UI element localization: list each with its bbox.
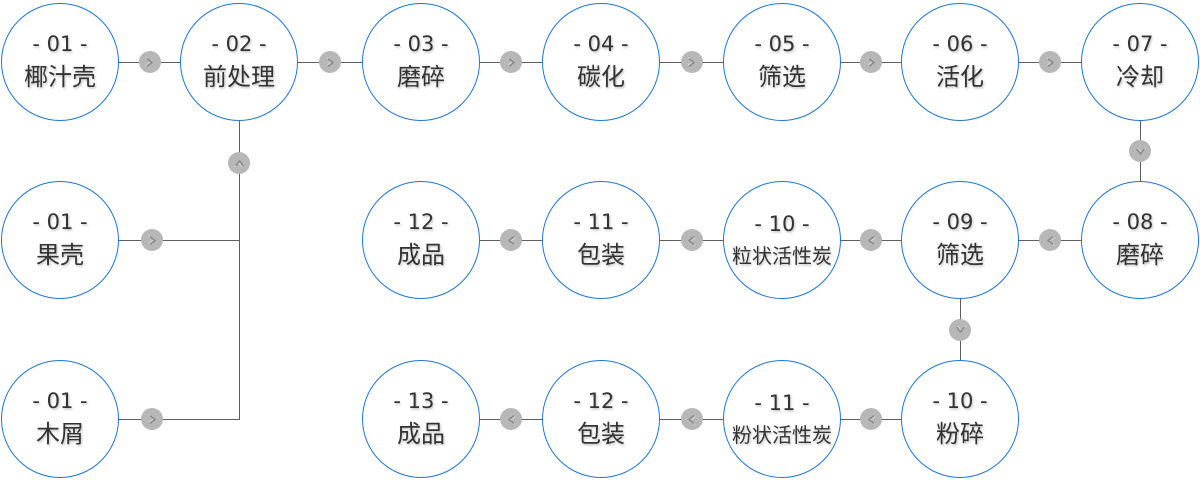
flow-node-r2c1: - 01 - 果壳 — [1, 181, 119, 299]
node-label: 包装 — [577, 241, 625, 270]
node-number: - 04 - — [573, 32, 629, 57]
flow-node-r1c2: - 02 - 前处理 — [180, 3, 298, 121]
node-number: - 12 - — [393, 210, 449, 235]
arrow-left-icon — [860, 229, 882, 251]
flow-node-r2c5: - 10 - 粒状活性炭 — [723, 181, 841, 299]
arrow-left-icon — [500, 229, 522, 251]
flow-node-r1c1: - 01 - 椰汁壳 — [1, 3, 119, 121]
flow-node-r1c7: - 07 - 冷却 — [1081, 3, 1199, 121]
connector-line — [119, 419, 240, 420]
node-number: - 07 - — [1112, 32, 1168, 57]
arrow-right-icon — [319, 51, 341, 73]
arrow-right-icon — [141, 408, 163, 430]
arrow-right-icon — [141, 229, 163, 251]
flow-node-r1c4: - 04 - 碳化 — [542, 3, 660, 121]
flow-node-r2c6: - 09 - 筛选 — [901, 181, 1019, 299]
node-label: 前处理 — [203, 63, 275, 92]
node-number: - 10 - — [932, 389, 988, 414]
node-label: 粉状活性炭 — [732, 422, 832, 447]
node-number: - 01 - — [32, 389, 88, 414]
node-number: - 02 - — [211, 32, 267, 57]
flow-node-r1c6: - 06 - 活化 — [901, 3, 1019, 121]
arrow-right-icon — [138, 51, 161, 73]
node-number: - 01 - — [32, 210, 88, 235]
flow-node-r3c1: - 01 - 木屑 — [1, 360, 119, 478]
arrow-right-icon — [680, 51, 703, 73]
node-number: - 08 - — [1112, 210, 1168, 235]
node-label: 冷却 — [1116, 63, 1164, 92]
arrow-down-icon — [949, 318, 971, 341]
flow-node-r3c5: - 11 - 粉状活性炭 — [723, 360, 841, 478]
flow-node-r1c5: - 05 - 筛选 — [723, 3, 841, 121]
node-label: 磨碎 — [397, 63, 445, 92]
node-number: - 03 - — [393, 32, 449, 57]
flow-node-r2c7: - 08 - 磨碎 — [1081, 181, 1199, 299]
flow-node-r3c6: - 10 - 粉碎 — [901, 360, 1019, 478]
node-number: - 01 - — [32, 32, 88, 57]
flow-node-r3c4: - 12 - 包装 — [542, 360, 660, 478]
node-label: 果壳 — [36, 241, 84, 270]
node-label: 碳化 — [577, 63, 625, 92]
node-number: - 11 - — [573, 210, 629, 235]
node-number: - 11 - — [754, 391, 810, 416]
flow-node-r2c3: - 12 - 成品 — [362, 181, 480, 299]
arrow-left-icon — [860, 408, 882, 430]
node-label: 筛选 — [758, 63, 806, 92]
node-number: - 10 - — [754, 212, 810, 237]
node-label: 磨碎 — [1116, 241, 1164, 270]
arrow-right-icon — [500, 51, 522, 73]
node-label: 木屑 — [36, 420, 84, 449]
node-label: 包装 — [577, 420, 625, 449]
arrow-right-icon — [860, 51, 882, 73]
connector-line — [239, 121, 240, 419]
node-label: 筛选 — [936, 241, 984, 270]
arrow-left-icon — [500, 408, 522, 430]
node-number: - 13 - — [393, 389, 449, 414]
node-number: - 05 - — [754, 32, 810, 57]
connector-line — [119, 240, 240, 241]
arrow-left-icon — [1039, 229, 1061, 251]
arrow-down-icon — [1129, 140, 1151, 162]
flow-node-r3c3: - 13 - 成品 — [362, 360, 480, 478]
node-number: - 09 - — [932, 210, 988, 235]
node-label: 活化 — [936, 63, 984, 92]
node-label: 粒状活性炭 — [732, 243, 832, 268]
flow-node-r2c4: - 11 - 包装 — [542, 181, 660, 299]
node-number: - 06 - — [932, 32, 988, 57]
arrow-left-icon — [680, 229, 703, 251]
node-label: 成品 — [397, 241, 445, 270]
flow-node-r1c3: - 03 - 磨碎 — [362, 3, 480, 121]
node-label: 成品 — [397, 420, 445, 449]
arrow-up-icon — [228, 152, 250, 174]
node-number: - 12 - — [573, 389, 629, 414]
arrow-right-icon — [1039, 51, 1061, 73]
node-label: 椰汁壳 — [24, 63, 96, 92]
node-label: 粉碎 — [936, 420, 984, 449]
arrow-left-icon — [680, 408, 703, 430]
